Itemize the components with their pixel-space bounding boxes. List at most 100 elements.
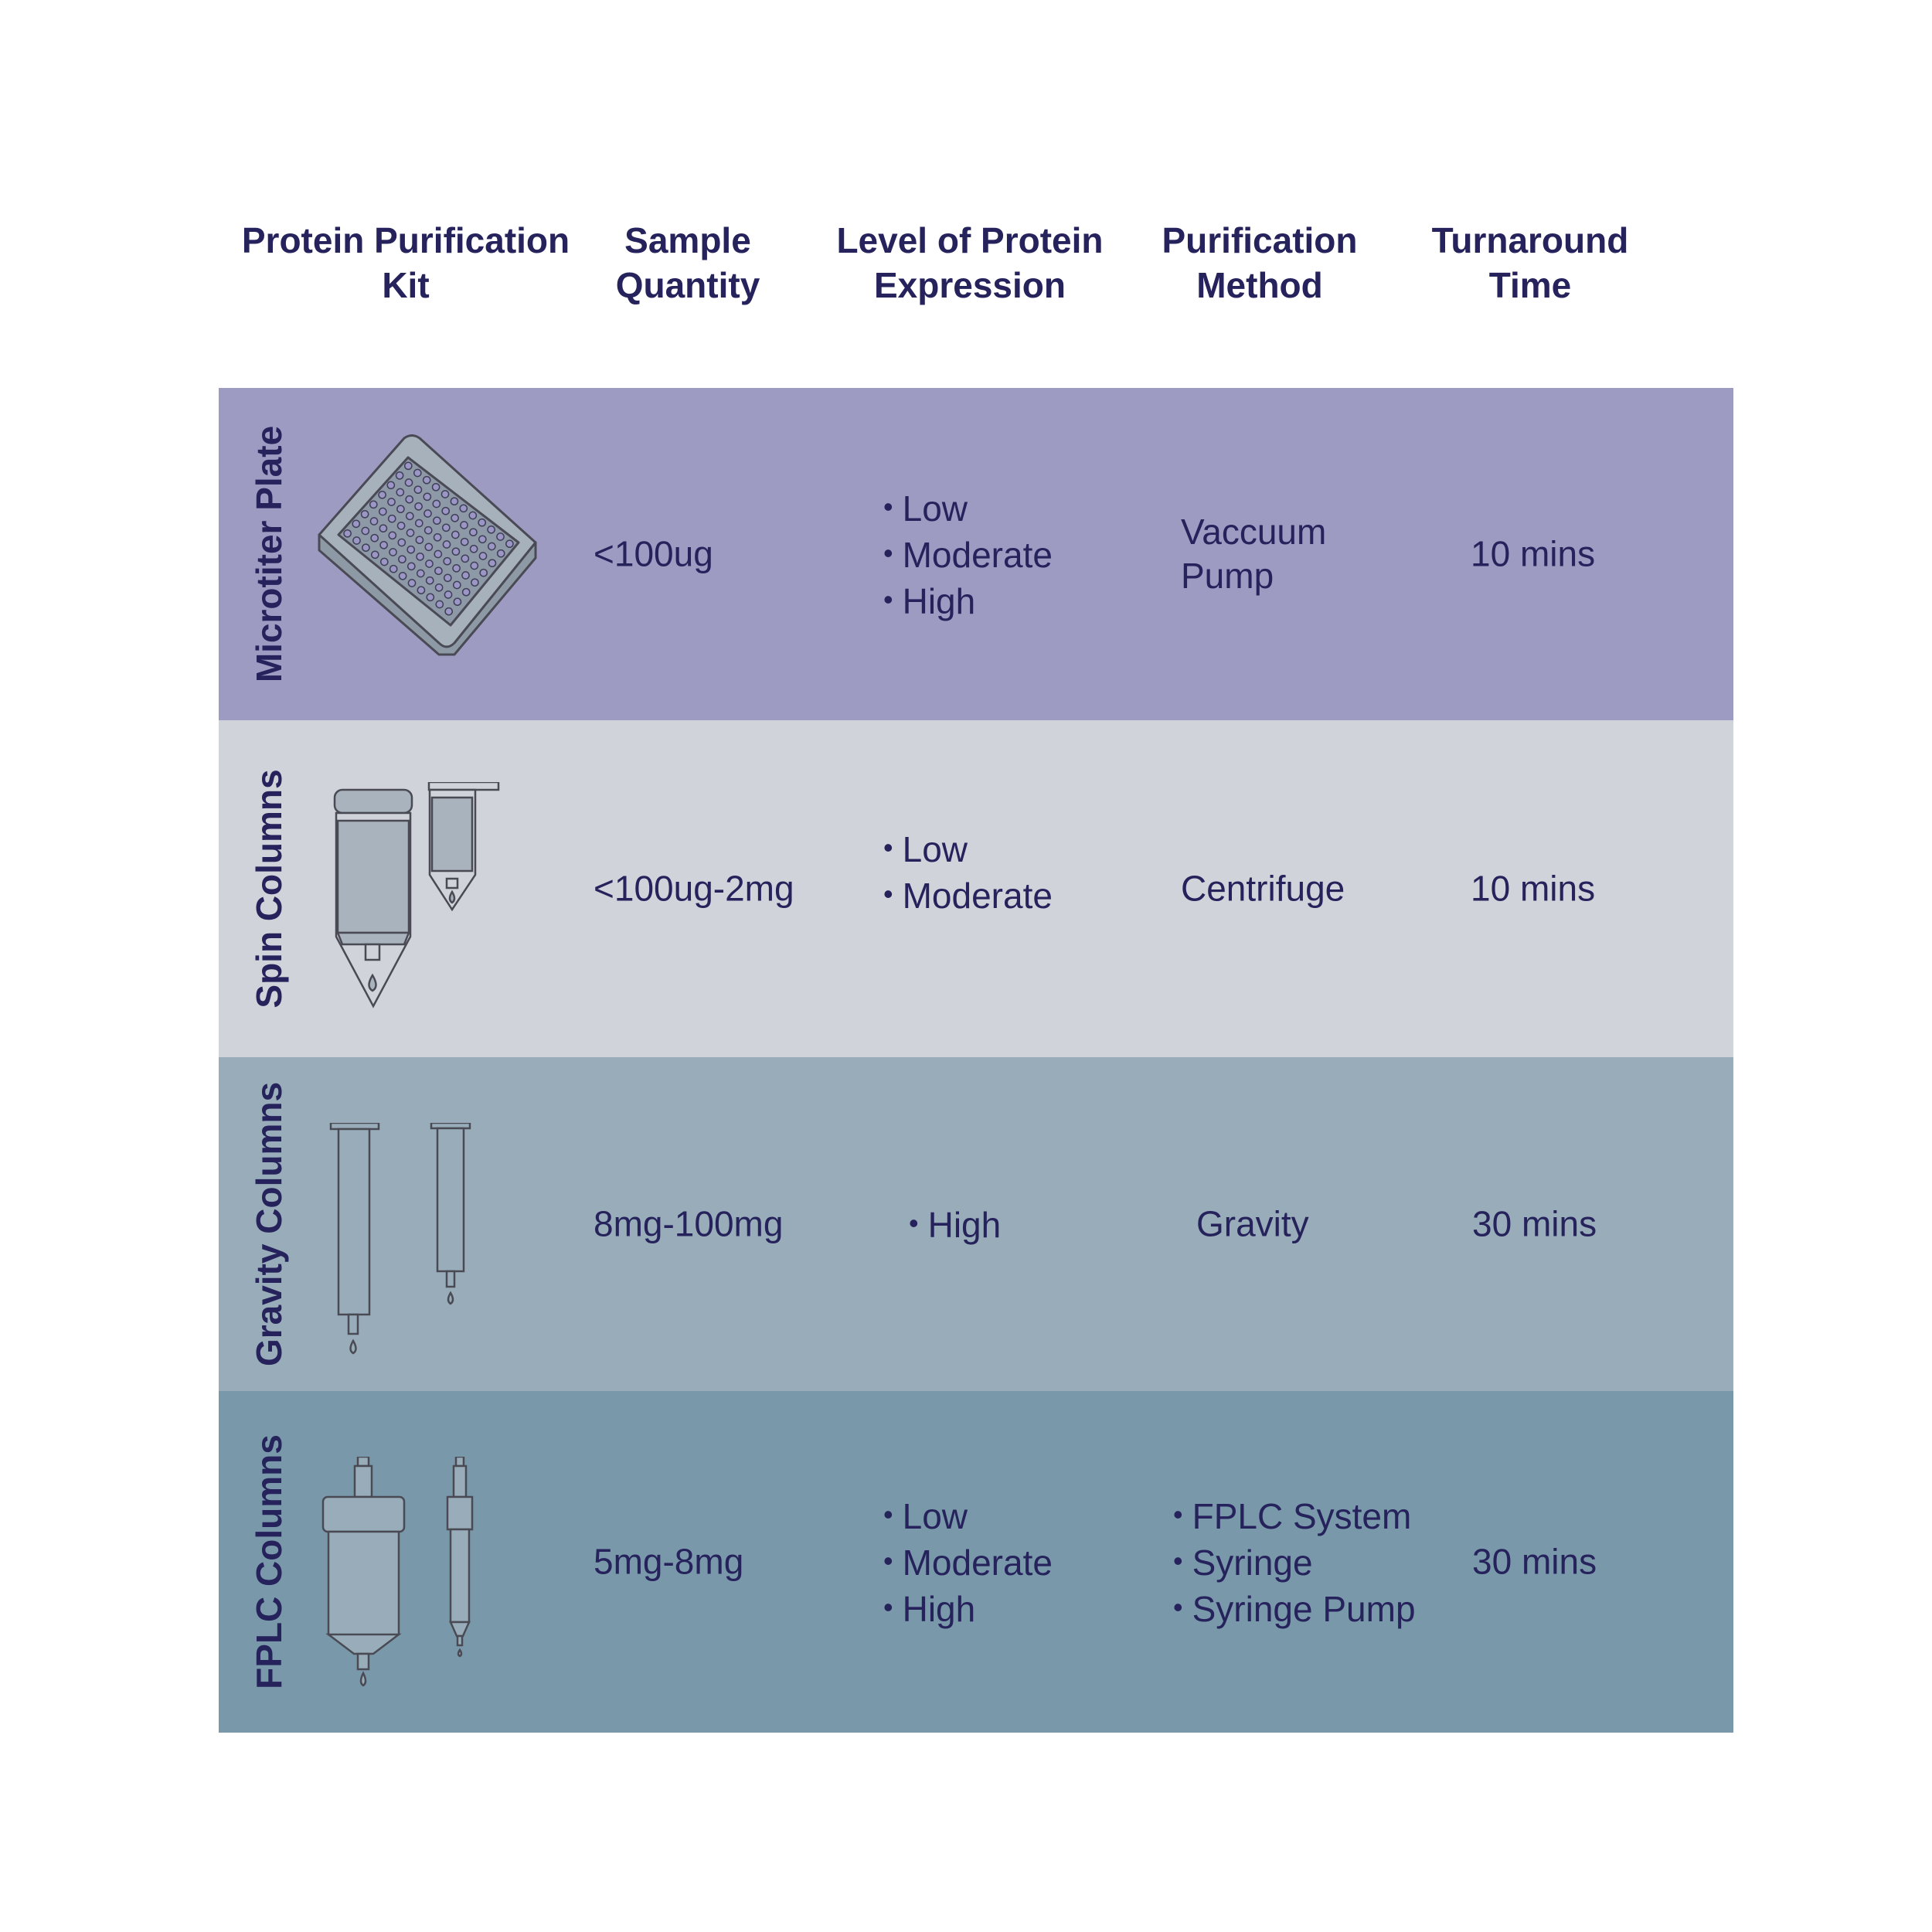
well-icon [496, 532, 505, 541]
well-icon [343, 529, 352, 538]
purification-method: Vaccuum Pump [1181, 510, 1326, 598]
well-icon [423, 509, 432, 518]
table-row: Gravity Columns 8mg-100mg High Gravity 3… [219, 1057, 1733, 1391]
well-icon [451, 530, 460, 539]
well-icon [406, 529, 415, 537]
well-icon [478, 518, 487, 527]
well-icon [396, 521, 406, 530]
expression-item: High [883, 577, 1053, 624]
well-icon [459, 504, 468, 513]
well-icon [403, 461, 413, 471]
well-icon [435, 600, 444, 609]
purification-method: Gravity [1196, 1202, 1309, 1247]
well-icon [405, 512, 414, 521]
sample-quantity: 5mg-8mg [594, 1541, 744, 1582]
turnaround-time: 30 mins [1472, 1203, 1597, 1244]
well-icon [386, 481, 396, 490]
expression-item: Moderate [883, 531, 1053, 577]
well-icon [405, 495, 414, 504]
well-icon [434, 549, 443, 559]
well-icon [379, 524, 388, 533]
well-icon [433, 516, 441, 526]
well-icon [414, 502, 423, 511]
expression-item: High [909, 1201, 1002, 1247]
gravity-column-icon [329, 1123, 471, 1355]
well-icon [378, 490, 386, 499]
row-label: Microtiter Plate [249, 425, 289, 683]
fplc-column-icon [321, 1457, 474, 1687]
well-icon [452, 580, 461, 590]
well-icon [426, 593, 435, 602]
well-icon [468, 511, 478, 520]
expression-list: High [909, 1201, 1002, 1247]
well-icon [441, 506, 451, 515]
expression-list: Low Moderate [883, 825, 1053, 918]
well-icon [414, 519, 423, 528]
well-icon [444, 590, 453, 599]
well-icon [416, 552, 424, 561]
expression-item: Low [883, 825, 1053, 872]
well-icon [496, 549, 505, 558]
well-icon [442, 540, 451, 549]
well-icon [370, 533, 379, 543]
row-label: Gravity Columns [249, 1081, 289, 1367]
well-icon [431, 482, 440, 492]
expression-list: Low Moderate High [883, 1492, 1053, 1631]
well-icon [398, 571, 407, 580]
well-icon [360, 509, 369, 519]
expression-list: Low Moderate High [883, 485, 1053, 624]
well-icon [413, 468, 422, 478]
well-icon [389, 548, 397, 556]
sample-quantity: <100ug [594, 533, 713, 574]
well-icon [470, 561, 479, 570]
well-icon [434, 566, 443, 576]
well-icon [461, 571, 470, 580]
well-icon [362, 543, 370, 553]
well-icon [460, 537, 469, 546]
expression-item: Low [883, 485, 1053, 531]
method-item: FPLC System [1173, 1492, 1416, 1539]
expression-item: Moderate [883, 872, 1053, 918]
well-icon [378, 507, 387, 516]
method-line: Pump [1181, 556, 1274, 596]
well-icon [425, 560, 434, 568]
well-icon [487, 542, 496, 551]
header-sample-quantity: Sample Quantity [615, 220, 760, 305]
well-icon [450, 497, 459, 506]
row-label: Spin Columns [249, 769, 289, 1009]
header-kit: Protein Purification Kit [241, 220, 570, 305]
well-icon [451, 513, 459, 522]
method-line: Vaccuum [1181, 512, 1327, 552]
method-line: Gravity [1196, 1203, 1309, 1244]
microtiter-plate-icon [318, 434, 537, 656]
well-icon [379, 557, 389, 566]
well-icon [387, 498, 396, 506]
expression-item: High [883, 1585, 1053, 1631]
well-icon [460, 521, 468, 529]
well-icon [425, 576, 434, 585]
well-icon [406, 545, 416, 554]
well-icon [423, 526, 433, 535]
well-icon [453, 597, 462, 607]
well-icon [407, 579, 417, 587]
well-icon [379, 540, 388, 549]
well-icon [452, 563, 461, 573]
spin-column-icon [333, 782, 500, 1009]
well-icon [387, 514, 396, 523]
well-icon [444, 607, 454, 616]
method-item: Syringe Pump [1173, 1585, 1416, 1631]
well-icon [369, 500, 378, 509]
well-icon [395, 471, 404, 480]
header-method: Purification Method [1162, 220, 1358, 305]
well-icon [433, 532, 442, 542]
well-icon [416, 569, 425, 578]
well-icon [443, 573, 452, 583]
well-icon [404, 478, 413, 487]
turnaround-time: 10 mins [1471, 533, 1596, 574]
sample-quantity: 8mg-100mg [594, 1203, 784, 1244]
well-icon [352, 536, 361, 545]
well-icon [478, 552, 488, 560]
well-icon [505, 539, 514, 549]
well-icon [469, 544, 478, 553]
row-label: FPLC Columns [249, 1434, 289, 1689]
